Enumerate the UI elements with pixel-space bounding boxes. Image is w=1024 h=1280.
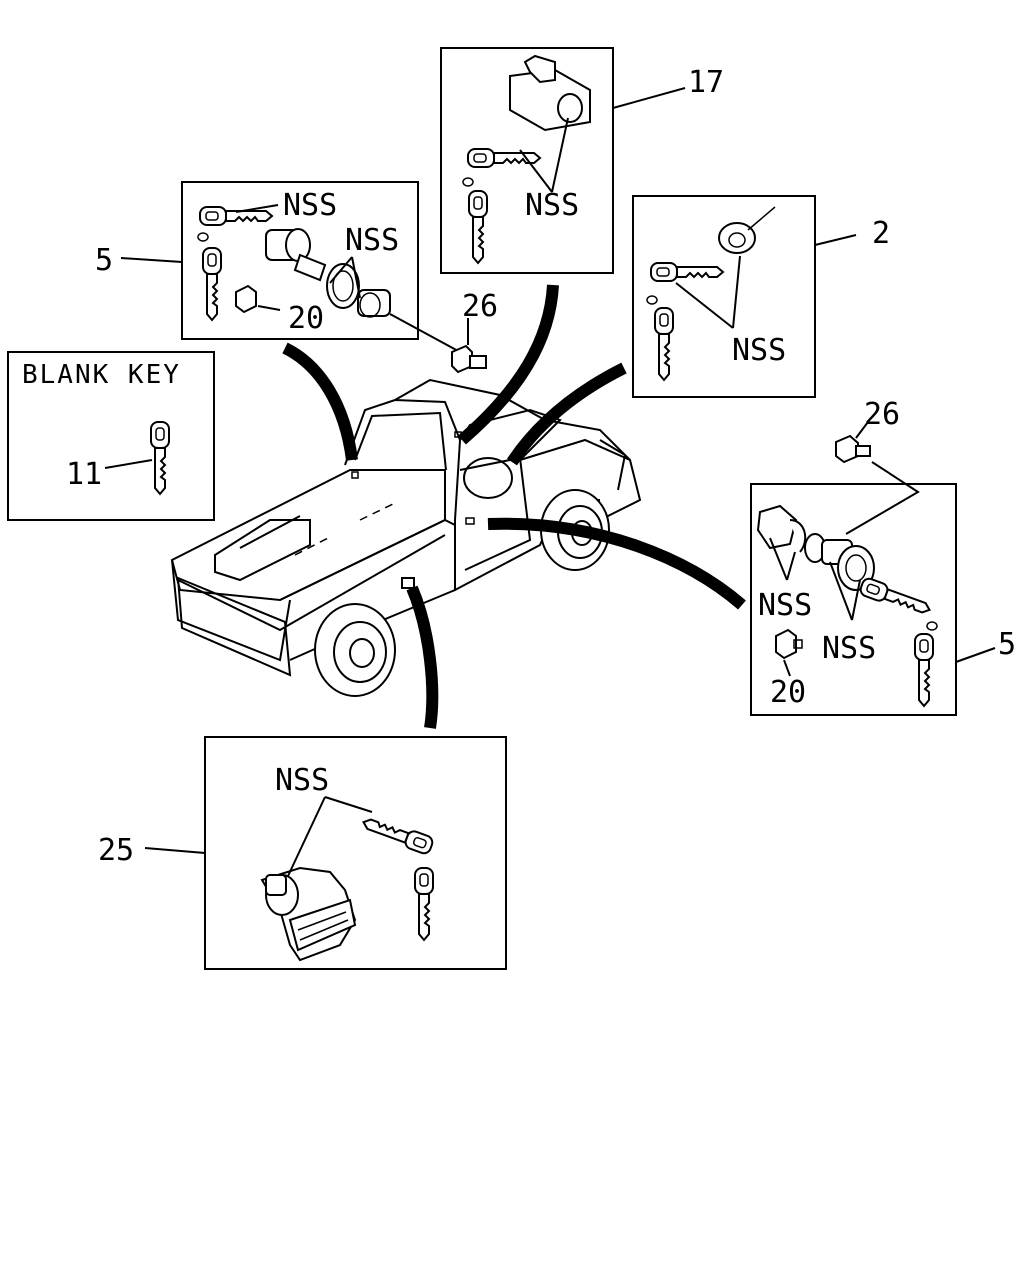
- callout-25: 25: [98, 833, 134, 868]
- door-key-icon-2: [202, 247, 222, 321]
- blank-key-icon: [150, 421, 170, 495]
- pickup-truck-illustration: [170, 378, 642, 697]
- leader-to-left-door-lock: [282, 342, 358, 461]
- door-key-icon: [199, 206, 273, 226]
- glovebox-key-icon-2: [468, 190, 488, 264]
- fuel-lid-key-icon-2: [414, 867, 434, 941]
- nss-label-c: NSS: [525, 188, 579, 223]
- callout-2: 2: [872, 216, 890, 251]
- callout-17: 17: [688, 65, 724, 100]
- right-door-key-icon-2: [914, 633, 934, 707]
- callout-5-right: 5: [998, 627, 1016, 662]
- fuel-lid-lock-panel: NSS 25: [98, 736, 507, 970]
- glovebox-key-icon: [467, 148, 541, 168]
- callout-20-right: 20: [770, 675, 806, 710]
- leader-to-fuel-lid-lock: [406, 585, 439, 729]
- right-door-lock-panel: 26 20 NSS NSS 5: [750, 397, 1016, 716]
- nss-label-b: NSS: [345, 223, 399, 258]
- fuel-lid-key-icon: [359, 812, 436, 857]
- ignition-lock-panel: NSS 2: [632, 195, 890, 398]
- callout-11: 11: [66, 457, 102, 492]
- ignition-key-icon: [650, 262, 724, 282]
- blank-key-title: BLANK KEY: [22, 360, 181, 390]
- nss-label-e: NSS: [758, 588, 812, 623]
- blank-key-panel: BLANK KEY 11: [7, 351, 215, 521]
- callout-26-top: 26: [462, 289, 498, 324]
- glovebox-lock-panel: NSS 17: [440, 47, 724, 274]
- nss-label-a: NSS: [283, 188, 337, 223]
- ignition-key-icon-2: [654, 307, 674, 381]
- right-door-key-icon: [857, 575, 934, 620]
- leader-to-right-door-lock: [487, 517, 746, 610]
- callout-5-left: 5: [95, 243, 113, 278]
- nss-label-d: NSS: [732, 333, 786, 368]
- leader-to-ignition: [507, 362, 627, 466]
- callout-26-right: 26: [864, 397, 900, 432]
- nss-label-g: NSS: [275, 763, 329, 798]
- leader-to-glovebox-lock: [458, 284, 559, 445]
- nss-label-f: NSS: [822, 631, 876, 666]
- left-door-lock-panel: 5 NSS NSS 20: [95, 181, 461, 353]
- callout-20-left: 20: [288, 301, 324, 336]
- bolt-26-top: 26: [451, 289, 498, 374]
